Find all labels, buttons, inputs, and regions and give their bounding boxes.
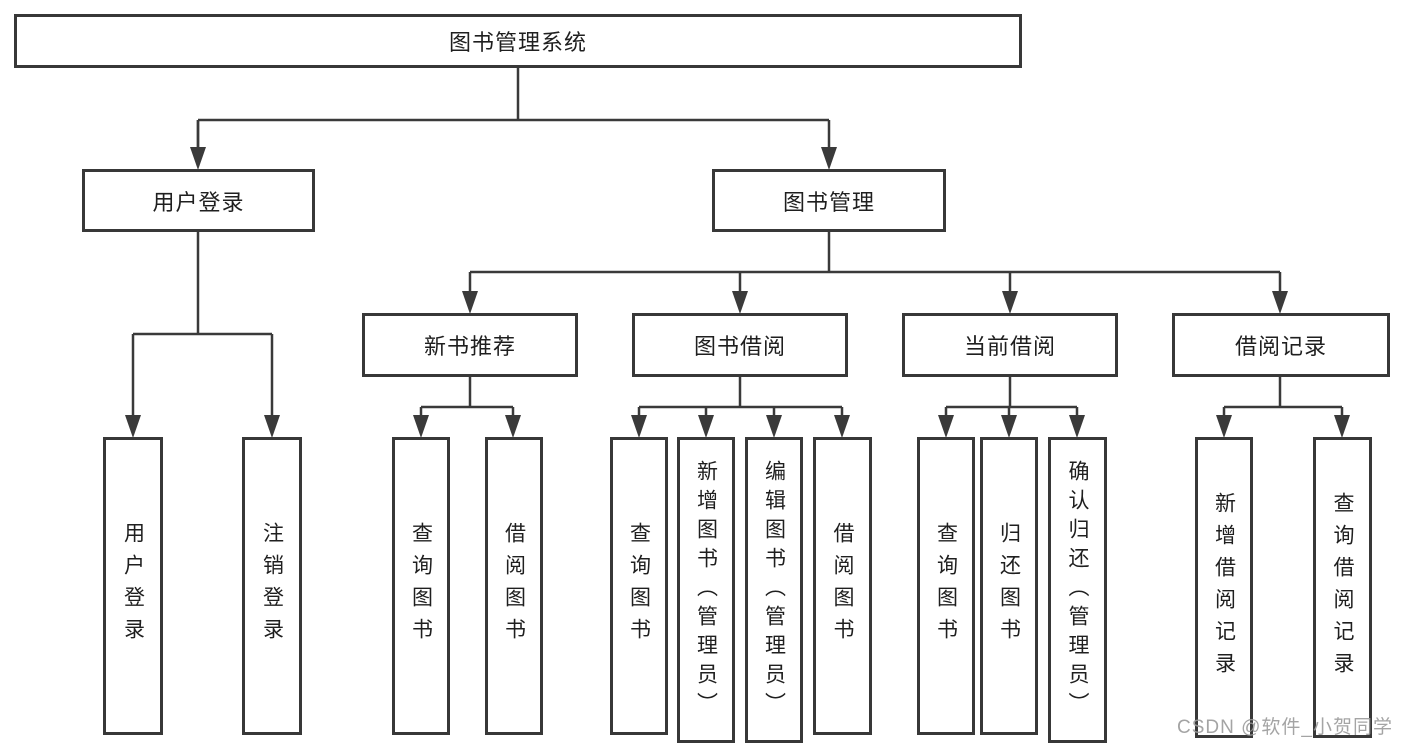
arrowhead [190, 147, 206, 170]
arrowhead [1002, 291, 1018, 314]
edge-root-to-level2 [196, 68, 831, 166]
node-user-login: 用户登录 [82, 169, 315, 232]
arrowhead [834, 415, 850, 438]
arrowhead [413, 415, 429, 438]
leaf-edit-books-admin: 编辑图书（管理员） [745, 437, 803, 743]
leaf-borrow-books-1: 借阅图书 [485, 437, 543, 735]
leaf-query-borrow-record: 查询借阅记录 [1313, 437, 1372, 738]
leaf-query-books-1: 查询图书 [392, 437, 450, 735]
leaf-add-borrow-record: 新增借阅记录 [1195, 437, 1253, 738]
leaf-logout: 注销登录 [242, 437, 302, 735]
leaf-return-books: 归还图书 [980, 437, 1038, 735]
arrowhead [505, 415, 521, 438]
arrowhead [264, 415, 280, 438]
arrowhead [1272, 291, 1288, 314]
arrowheads [125, 147, 1350, 438]
arrowhead [1069, 415, 1085, 438]
arrowhead [1216, 415, 1232, 438]
leaf-add-books-admin: 新增图书（管理员） [677, 437, 735, 743]
node-current-borrowing: 当前借阅 [902, 313, 1118, 377]
leaf-user-login: 用户登录 [103, 437, 163, 735]
node-borrowing-records: 借阅记录 [1172, 313, 1390, 377]
arrowhead [698, 415, 714, 438]
node-book-borrowing: 图书借阅 [632, 313, 848, 377]
arrowhead [631, 415, 647, 438]
leaf-query-books-3: 查询图书 [917, 437, 975, 735]
leaf-query-books-2: 查询图书 [610, 437, 668, 735]
leaf-confirm-return-admin: 确认归还（管理员） [1048, 437, 1107, 743]
csdn-watermark: CSDN @软件_小贺同学 [1177, 717, 1393, 738]
edge-new-book-fan [419, 377, 515, 433]
edge-borrowing-records-fan [1222, 377, 1344, 433]
node-library-management-system: 图书管理系统 [14, 14, 1022, 68]
arrowhead [1334, 415, 1350, 438]
edge-book-borrowing-fan [637, 377, 844, 433]
node-new-book-recommendation: 新书推荐 [362, 313, 578, 377]
arrowhead [821, 147, 837, 170]
edge-book-mgmt-to-level3 [468, 232, 1282, 309]
node-book-management: 图书管理 [712, 169, 946, 232]
arrowhead [462, 291, 478, 314]
arrowhead [766, 415, 782, 438]
arrowhead [1001, 415, 1017, 438]
arrowhead [125, 415, 141, 438]
leaf-borrow-books-2: 借阅图书 [813, 437, 872, 735]
arrowhead [938, 415, 954, 438]
arrowhead [732, 291, 748, 314]
edge-user-login-to-leaves [131, 232, 274, 433]
